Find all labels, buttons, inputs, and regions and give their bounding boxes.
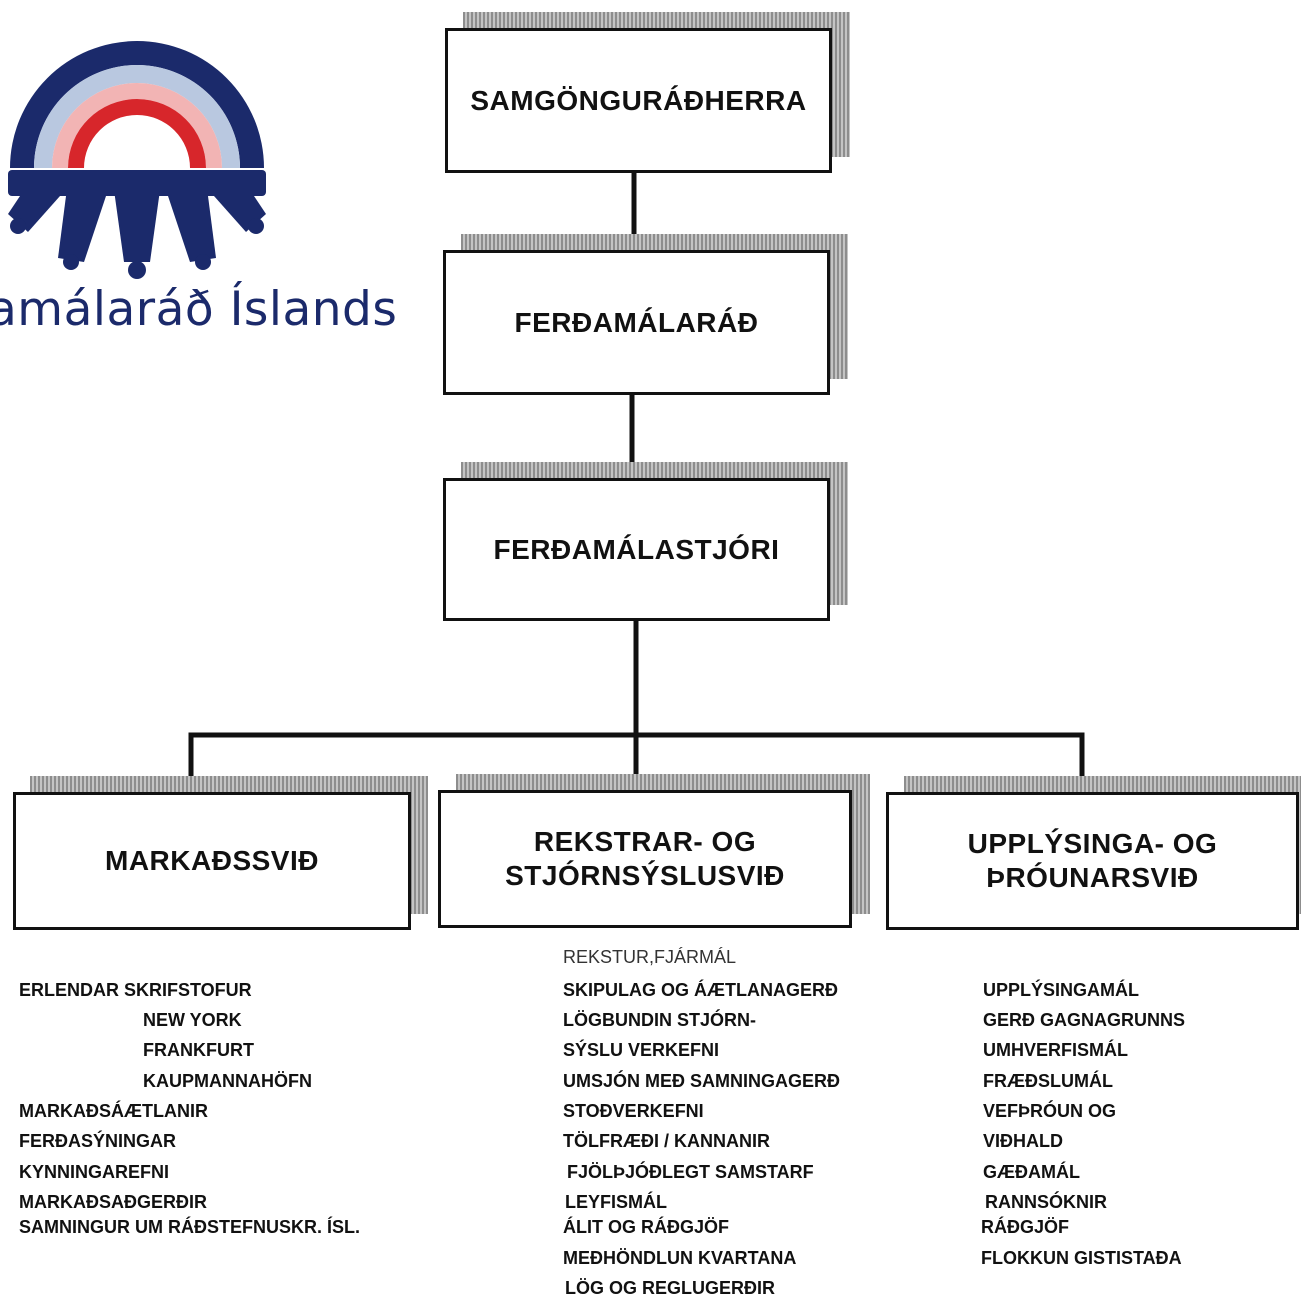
list-item: SKIPULAG OG ÁÆTLANAGERÐ bbox=[563, 980, 839, 1000]
list-item: ERLENDAR SKRIFSTOFUR bbox=[19, 980, 252, 1000]
division-development: UPPLÝSINGA- OG ÞRÓUNARSVIÐ bbox=[886, 792, 1299, 930]
list-item: NEW YORK bbox=[143, 1010, 242, 1030]
box-minister: SAMGÖNGURÁÐHERRA bbox=[445, 28, 832, 173]
division-operations-line2: STJÓRNSÝSLUSVIÐ bbox=[505, 860, 785, 891]
logo-arc-red bbox=[68, 99, 206, 168]
list-item: TÖLFRÆÐI / KANNANIR bbox=[563, 1131, 770, 1151]
list-item: KYNNINGAREFNI bbox=[19, 1162, 170, 1182]
list-item: FRANKFURT bbox=[143, 1040, 254, 1060]
box-council: FERÐAMÁLARÁÐ bbox=[443, 250, 830, 395]
logo-arc-lightblue bbox=[34, 65, 240, 168]
list-item: FRÆÐSLUMÁL bbox=[983, 1071, 1113, 1091]
division-operations-line1: REKSTRAR- OG bbox=[533, 826, 757, 857]
list-item: GÆÐAMÁL bbox=[983, 1162, 1080, 1182]
list-item: KAUPMANNAHÖFN bbox=[143, 1071, 312, 1091]
box-council-label: FERÐAMÁLARÁÐ bbox=[514, 306, 759, 338]
snowflake-icon bbox=[8, 170, 266, 279]
list-item: FLOKKUN GISTISTAÐA bbox=[981, 1248, 1182, 1268]
list-item: MARKAÐSAÐGERÐIR bbox=[19, 1192, 207, 1212]
list-item: GERÐ GAGNAGRUNNS bbox=[983, 1010, 1186, 1030]
division-marketing: MARKAÐSSVIÐ bbox=[13, 792, 411, 930]
box-director: FERÐAMÁLASTJÓRI bbox=[443, 478, 830, 621]
logo bbox=[8, 41, 266, 279]
list-item: MARKAÐSÁÆTLANIR bbox=[19, 1101, 208, 1121]
logo-arc-navy bbox=[10, 41, 264, 168]
list-item: VEFÞRÓUN OG bbox=[983, 1101, 1117, 1121]
division-development-line1: UPPLÝSINGA- OG bbox=[967, 828, 1218, 859]
division-marketing-line1: MARKAÐSSVIÐ bbox=[105, 845, 319, 876]
list-item: LÖG OG REGLUGERÐIR bbox=[565, 1278, 776, 1298]
list-item: LÖGBUNDIN STJÓRN- bbox=[563, 1010, 756, 1030]
list-item: UMSJÓN MEÐ SAMNINGAGERÐ bbox=[563, 1071, 841, 1091]
logo-arc-pink bbox=[52, 83, 222, 168]
box-minister-label: SAMGÖNGURÁÐHERRA bbox=[470, 84, 807, 116]
list-item: SÝSLU VERKEFNI bbox=[563, 1040, 720, 1060]
list-item: FERÐASÝNINGAR bbox=[19, 1131, 177, 1151]
division-development-line2: ÞRÓUNARSVIÐ bbox=[986, 862, 1199, 893]
list-item: LEYFISMÁL bbox=[565, 1192, 667, 1212]
list-item: ÁLIT OG RÁÐGJÖF bbox=[563, 1217, 729, 1237]
list-item: RANNSÓKNIR bbox=[985, 1192, 1108, 1212]
box-director-label: FERÐAMÁLASTJÓRI bbox=[493, 533, 780, 565]
list-item: SAMNINGUR UM RÁÐSTEFNUSKR. ÍSL. bbox=[19, 1217, 360, 1237]
list-item: UPPLÝSINGAMÁL bbox=[983, 980, 1140, 1000]
list-item: MEÐHÖNDLUN KVARTANA bbox=[563, 1248, 797, 1268]
list-item: UMHVERFISMÁL bbox=[983, 1040, 1128, 1060]
list-item: VIÐHALD bbox=[983, 1131, 1063, 1151]
list-item: FJÖLÞJÓÐLEGT SAMSTARF bbox=[567, 1162, 814, 1182]
list-item: RÁÐGJÖF bbox=[981, 1217, 1070, 1237]
list-item: STOÐVERKEFNI bbox=[563, 1101, 704, 1121]
list-item: REKSTUR,FJÁRMÁL bbox=[563, 947, 737, 967]
division-operations: REKSTRAR- OG STJÓRNSÝSLUSVIÐ bbox=[438, 790, 852, 928]
logo-text: amálaráð Íslands bbox=[0, 282, 398, 337]
